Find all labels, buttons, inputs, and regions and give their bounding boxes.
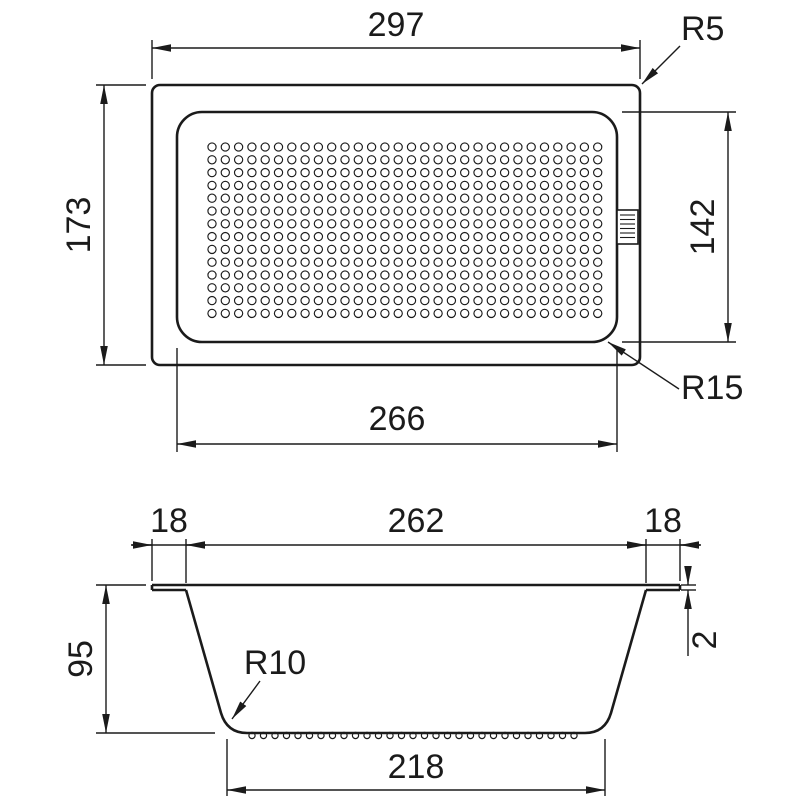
section-view: 18 262 18 95 2 R10 218 bbox=[62, 502, 724, 796]
dim-inner-height: 142 bbox=[622, 111, 736, 343]
dim-266-label: 266 bbox=[369, 400, 426, 438]
outer-outline bbox=[150, 83, 642, 367]
dim-297-label: 297 bbox=[368, 6, 425, 44]
r5-label: R5 bbox=[681, 10, 724, 48]
dim-inner-width: 266 bbox=[176, 348, 618, 452]
dim-inner-radius: R15 bbox=[607, 341, 743, 407]
dim-outer-radius: R5 bbox=[641, 10, 724, 85]
dim-95-label: 95 bbox=[62, 640, 100, 678]
r10-label: R10 bbox=[244, 644, 306, 682]
bowl-profile bbox=[184, 589, 648, 735]
dim-262-label: 262 bbox=[388, 502, 445, 540]
dim-18-left-label: 18 bbox=[150, 502, 188, 540]
dim-142-label: 142 bbox=[684, 199, 722, 256]
dim-outer-width: 297 bbox=[151, 6, 641, 79]
dim-bottom-radius: R10 bbox=[231, 644, 306, 720]
handle-detail bbox=[616, 209, 639, 245]
dim-2-label: 2 bbox=[686, 631, 724, 650]
dim-outer-height: 173 bbox=[60, 84, 146, 366]
dim-18-right-label: 18 bbox=[644, 502, 682, 540]
dim-top-row: 18 262 18 bbox=[131, 502, 701, 583]
r15-label: R15 bbox=[681, 369, 743, 407]
dim-section-height: 95 bbox=[62, 584, 215, 734]
dim-bottom-width: 218 bbox=[226, 739, 606, 796]
dim-rim-thickness: 2 bbox=[681, 566, 724, 656]
perforation-grid bbox=[207, 142, 603, 319]
dim-218-label: 218 bbox=[388, 748, 445, 786]
top-view: 297 R5 173 142 266 bbox=[60, 6, 743, 452]
dim-173-label: 173 bbox=[60, 197, 98, 254]
